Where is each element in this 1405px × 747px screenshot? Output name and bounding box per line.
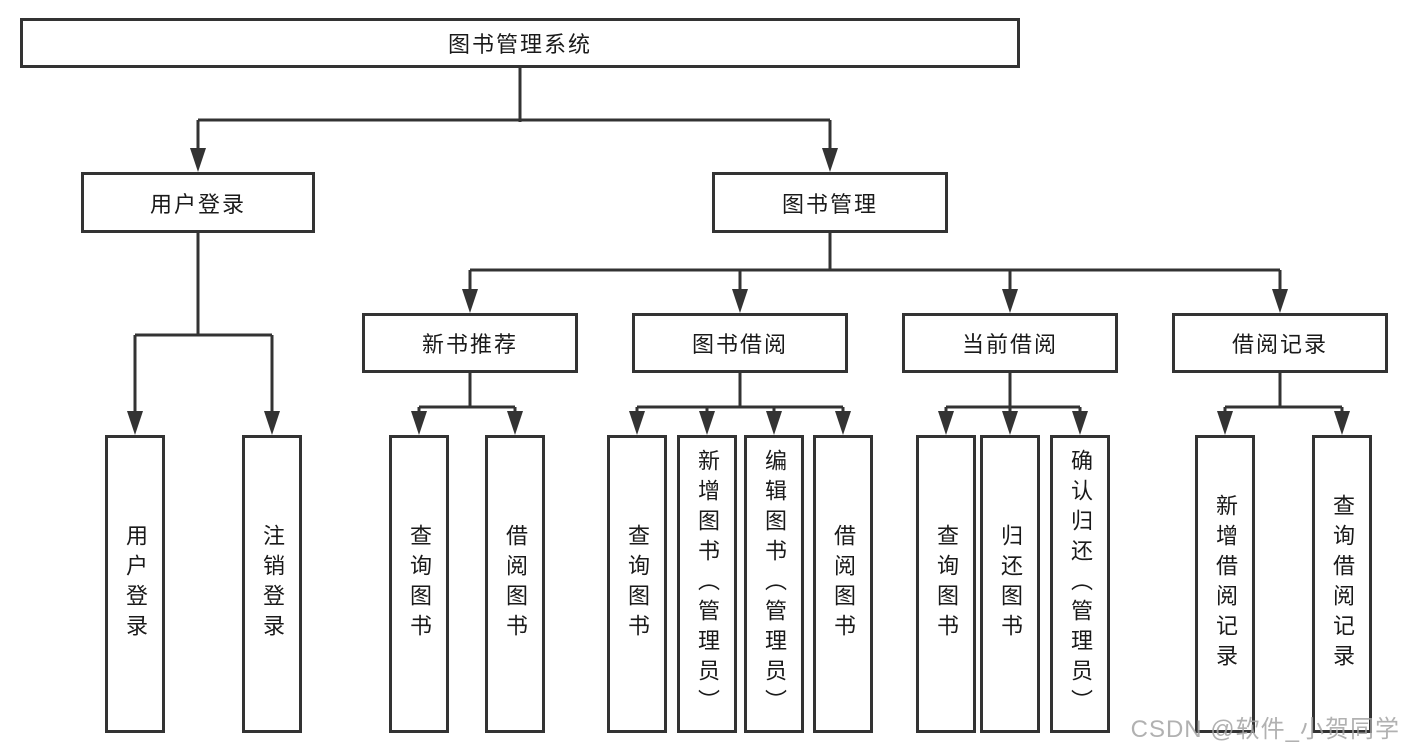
leaf-current-confirm-return-admin: 确认归还（管理员） — [1050, 435, 1110, 733]
leaf-current-return-books: 归还图书 — [980, 435, 1040, 733]
leaf-current-query-books-label: 查询图书 — [934, 524, 959, 644]
node-book-management: 图书管理 — [712, 172, 948, 233]
node-borrow-records: 借阅记录 — [1172, 313, 1388, 373]
watermark: CSDN @软件_小贺同学 — [1130, 716, 1400, 743]
node-current-borrow-label: 当前借阅 — [961, 332, 1058, 357]
leaf-records-add-record: 新增借阅记录 — [1195, 435, 1255, 733]
node-root: 图书管理系统 — [20, 18, 1020, 68]
leaf-user-login: 用户登录 — [105, 435, 165, 733]
leaf-borrow-edit-books-admin-label: 编辑图书（管理员） — [762, 449, 787, 719]
node-book-management-label: 图书管理 — [781, 191, 878, 217]
leaf-current-return-books-label: 归还图书 — [998, 524, 1023, 644]
leaf-borrow-query-books: 查询图书 — [607, 435, 667, 733]
leaf-borrow-add-books-admin-label: 新增图书（管理员） — [695, 449, 720, 719]
leaf-recommend-query-books-label: 查询图书 — [407, 524, 432, 644]
node-user-login-label: 用户登录 — [149, 191, 246, 217]
node-user-login: 用户登录 — [81, 172, 315, 233]
node-borrow-records-label: 借阅记录 — [1231, 332, 1328, 357]
node-new-book-recommend-label: 新书推荐 — [421, 332, 518, 357]
leaf-borrow-add-books-admin: 新增图书（管理员） — [677, 435, 737, 733]
leaf-records-query-record-label: 查询借阅记录 — [1330, 494, 1355, 674]
leaf-current-confirm-return-admin-label: 确认归还（管理员） — [1068, 449, 1093, 719]
leaf-recommend-query-books: 查询图书 — [389, 435, 449, 733]
leaf-logout: 注销登录 — [242, 435, 302, 733]
leaf-logout-label: 注销登录 — [260, 524, 285, 644]
arrowheads — [127, 148, 1350, 435]
leaf-borrow-edit-books-admin: 编辑图书（管理员） — [744, 435, 804, 733]
node-book-borrow: 图书借阅 — [632, 313, 848, 373]
leaf-records-query-record: 查询借阅记录 — [1312, 435, 1372, 733]
leaf-current-query-books: 查询图书 — [916, 435, 976, 733]
node-book-borrow-label: 图书借阅 — [691, 332, 788, 357]
node-new-book-recommend: 新书推荐 — [362, 313, 578, 373]
leaf-recommend-borrow-books: 借阅图书 — [485, 435, 545, 733]
leaf-records-add-record-label: 新增借阅记录 — [1213, 494, 1238, 674]
leaf-borrow-borrow-books-label: 借阅图书 — [831, 524, 856, 644]
node-root-label: 图书管理系统 — [447, 32, 592, 57]
leaf-recommend-borrow-books-label: 借阅图书 — [503, 524, 528, 644]
leaf-borrow-query-books-label: 查询图书 — [625, 524, 650, 644]
leaf-user-login-label: 用户登录 — [123, 524, 148, 644]
node-current-borrow: 当前借阅 — [902, 313, 1118, 373]
leaf-borrow-borrow-books: 借阅图书 — [813, 435, 873, 733]
